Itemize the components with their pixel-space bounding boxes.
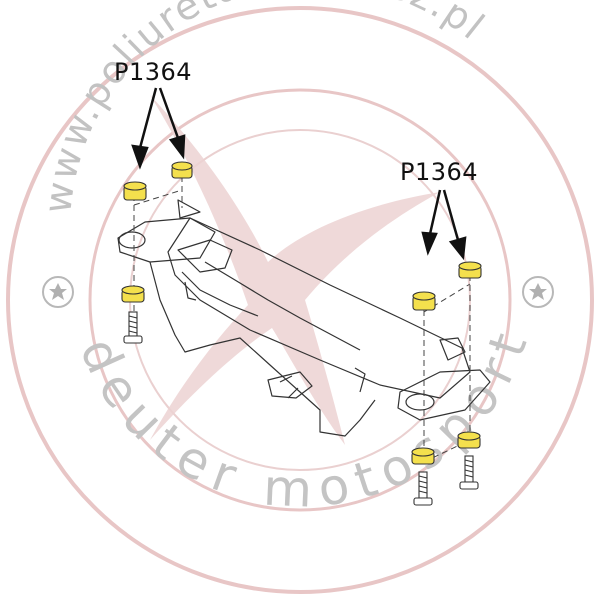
callout-arrows [131, 87, 467, 261]
subframe-left-mount [117, 217, 216, 263]
bushing-parts [121, 161, 482, 465]
mounting-bolts [123, 311, 479, 506]
watermark-logo: www.poliuretany.olkusz.pl deuter motospo… [6, 0, 594, 594]
bushing-upper-right-b [458, 261, 482, 279]
bushing-upper-right-a [412, 291, 436, 311]
bushing-upper-left-b [171, 161, 193, 179]
arrow-left-a [138, 87, 158, 149]
bushing-upper-left-a [123, 181, 147, 201]
watermark-swoosh-shape [150, 95, 440, 445]
arrow-left-b [158, 87, 180, 139]
subframe-main-beam [167, 217, 471, 399]
part-number-label-left: P1364 [114, 58, 193, 86]
arrow-right-a [428, 189, 442, 235]
watermark-outer-ring [6, 6, 594, 594]
subframe-drawing [117, 199, 491, 437]
bushing-lower-left [121, 285, 145, 303]
bolt-right-b [459, 455, 479, 490]
watermark-mid-ring [88, 88, 512, 512]
bolt-right-a [413, 471, 433, 506]
torx-star-icon [522, 276, 554, 308]
bushing-lower-right-b [457, 431, 481, 449]
part-number-label-right: P1364 [400, 158, 479, 186]
torx-star-icon [42, 276, 74, 308]
bolt-left [123, 311, 143, 344]
bushing-lower-right-a [411, 447, 435, 465]
subframe-right-mount [397, 369, 491, 421]
arrow-right-b [442, 189, 460, 241]
